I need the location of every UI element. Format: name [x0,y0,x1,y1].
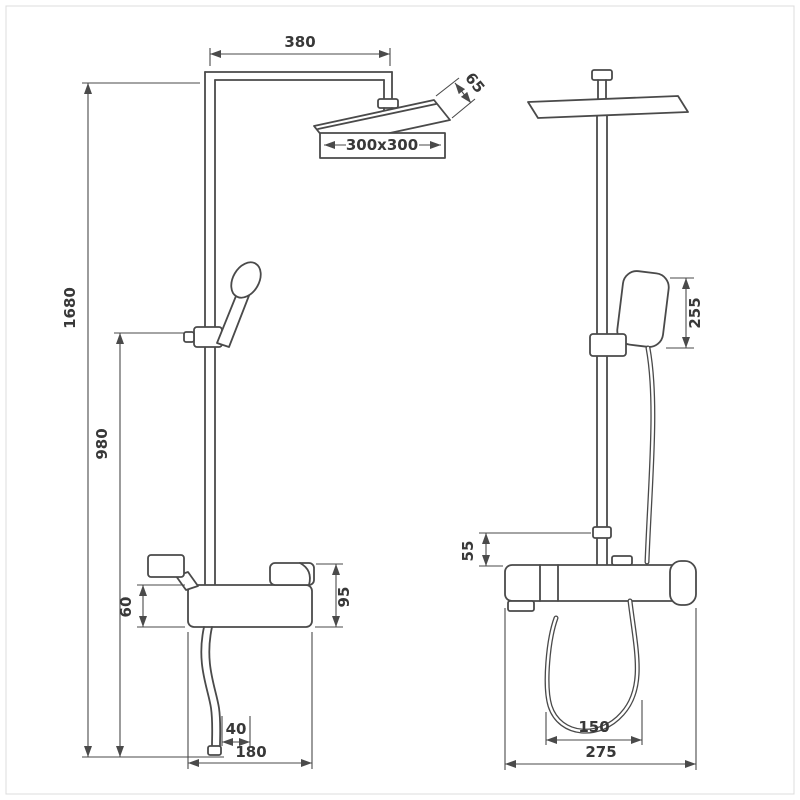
dim-body-height: 60 [117,584,185,628]
dim-body-height-label: 60 [117,597,135,618]
dim-shelf-rise-label: 55 [459,541,477,562]
dim-body-width-label: 180 [235,743,266,761]
dim-spout-height-label: 95 [335,587,353,608]
dim-head-size-label: 300x300 [346,136,418,154]
diverter-knob [611,555,633,566]
pipe-outlet-fitting [592,526,612,539]
shower-hose-side-lower [544,598,640,734]
head-connector-nut [377,98,399,109]
shelf-outlet [507,600,535,612]
slider-bracket-front [183,326,223,348]
dim-hose-loop-width-label: 150 [578,718,609,736]
slider-bracket-side [589,333,627,357]
dim-total-height: 1680 [61,82,224,758]
dim-handset-length-label: 255 [686,297,704,328]
dim-body-width: 180 [187,632,313,769]
mixer-spout-front [269,562,315,586]
dim-arm-width: 380 [209,33,391,66]
mixer-shelf-side [504,555,697,612]
page-border [5,5,795,795]
dim-head-thickness-label: 65 [461,69,488,97]
shelf-right-cap [669,560,697,606]
shower-hose-front [200,626,222,756]
extension-line [451,98,476,119]
hand-shower-side [616,270,670,348]
dim-handset-height: 980 [93,332,192,757]
side-view: 255 55 [459,69,704,770]
shelf-body [504,564,696,602]
dim-shelf-rise: 55 [459,532,591,567]
dim-handset-length: 255 [666,277,704,349]
dim-head-thickness: 65 [435,69,488,119]
dim-head-size: 300x300 [319,132,446,159]
riser-pipe-side [591,69,613,568]
mixer-handle-grip [147,554,185,578]
dim-hose-loop-width: 150 [545,700,643,745]
dim-total-height-label: 1680 [61,287,79,329]
hand-shower-head [230,261,262,299]
dim-spout-height: 95 [315,563,353,628]
hose-fitting-front [207,745,222,756]
pipe-top-cap [591,69,613,81]
dimension-line [454,82,472,104]
hand-shower-front [216,261,262,348]
shower-hose-side-upper [644,345,656,565]
dim-arm-width-label: 380 [284,33,315,51]
dim-handset-height-label: 980 [93,428,111,459]
front-view: 300x300 380 65 1680 980 [61,33,488,769]
rain-shower-head-side [527,95,689,119]
hand-shower-handle [216,292,251,348]
dim-shelf-width: 275 [504,608,697,770]
dim-hose-offset-label: 40 [226,720,247,738]
dim-shelf-width-label: 275 [585,743,616,761]
extension-line [435,77,460,97]
bracket-knob [183,331,195,343]
mixer-body-front [187,584,313,628]
dim-hose-offset: 40 [221,716,251,747]
